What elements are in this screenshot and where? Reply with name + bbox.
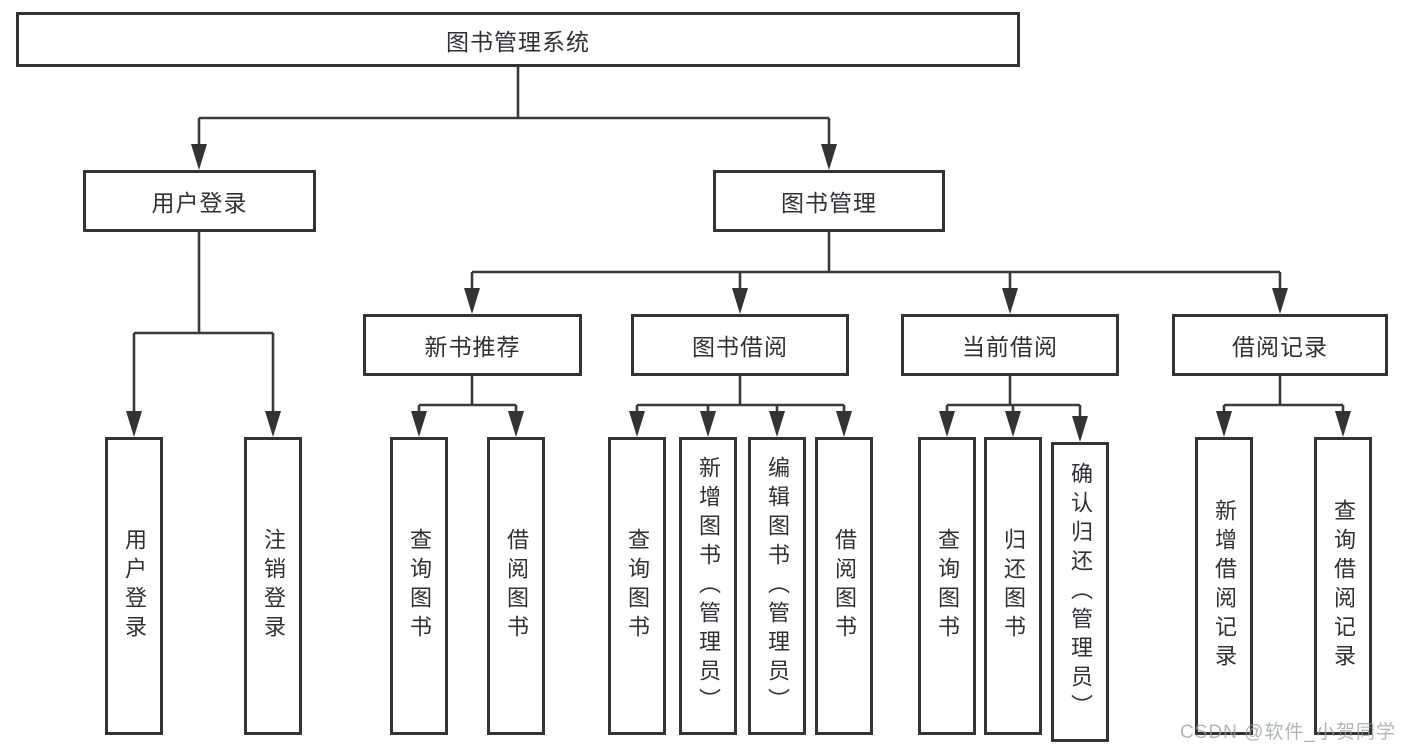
node-library-management-system: 图书管理系统 — [16, 12, 1020, 67]
node-book-management: 图书管理 — [713, 170, 945, 232]
node-leaf-current-query-books: 查询图书 — [918, 437, 976, 735]
leaf-label: 查询图书 — [625, 528, 650, 644]
node-leaf-confirm-return-admin: 确认归还（管理员） — [1051, 442, 1109, 742]
leaf-label: 注销登录 — [261, 528, 286, 644]
leaf-label: 确认归还（管理员） — [1068, 461, 1093, 723]
leaf-label: 新增图书（管理员） — [696, 455, 721, 717]
node-book-borrow: 图书借阅 — [631, 314, 849, 376]
node-leaf-logout: 注销登录 — [244, 437, 302, 735]
node-leaf-recommend-query-books: 查询图书 — [390, 437, 448, 735]
node-leaf-return-books: 归还图书 — [984, 437, 1042, 735]
leaf-label: 借阅图书 — [832, 528, 857, 644]
leaf-label: 新增借阅记录 — [1212, 499, 1237, 673]
node-leaf-add-borrow-record: 新增借阅记录 — [1195, 437, 1253, 735]
node-leaf-borrow-books: 借阅图书 — [815, 437, 873, 735]
leaf-label: 查询借阅记录 — [1331, 499, 1356, 673]
csdn-watermark: CSDN @软件_小贺同学 — [1180, 722, 1396, 743]
node-leaf-edit-books-admin: 编辑图书（管理员） — [748, 437, 806, 735]
node-leaf-query-borrow-record: 查询借阅记录 — [1314, 437, 1372, 735]
node-leaf-add-books-admin: 新增图书（管理员） — [679, 437, 737, 735]
node-user-login-group: 用户登录 — [83, 170, 316, 232]
leaf-label: 查询图书 — [407, 528, 432, 644]
leaf-label: 编辑图书（管理员） — [765, 455, 790, 717]
node-current-borrow: 当前借阅 — [901, 314, 1119, 376]
arrowhead-icons — [126, 144, 1351, 442]
node-leaf-recommend-borrow-books: 借阅图书 — [487, 437, 545, 735]
node-new-book-recommend: 新书推荐 — [363, 314, 582, 376]
leaf-label: 查询图书 — [935, 528, 960, 644]
leaf-label: 用户登录 — [122, 528, 147, 644]
leaf-label: 借阅图书 — [504, 528, 529, 644]
leaf-label: 归还图书 — [1001, 528, 1026, 644]
node-leaf-user-login: 用户登录 — [105, 437, 163, 735]
node-leaf-borrow-query-books: 查询图书 — [608, 437, 666, 735]
node-borrow-records: 借阅记录 — [1172, 314, 1388, 376]
